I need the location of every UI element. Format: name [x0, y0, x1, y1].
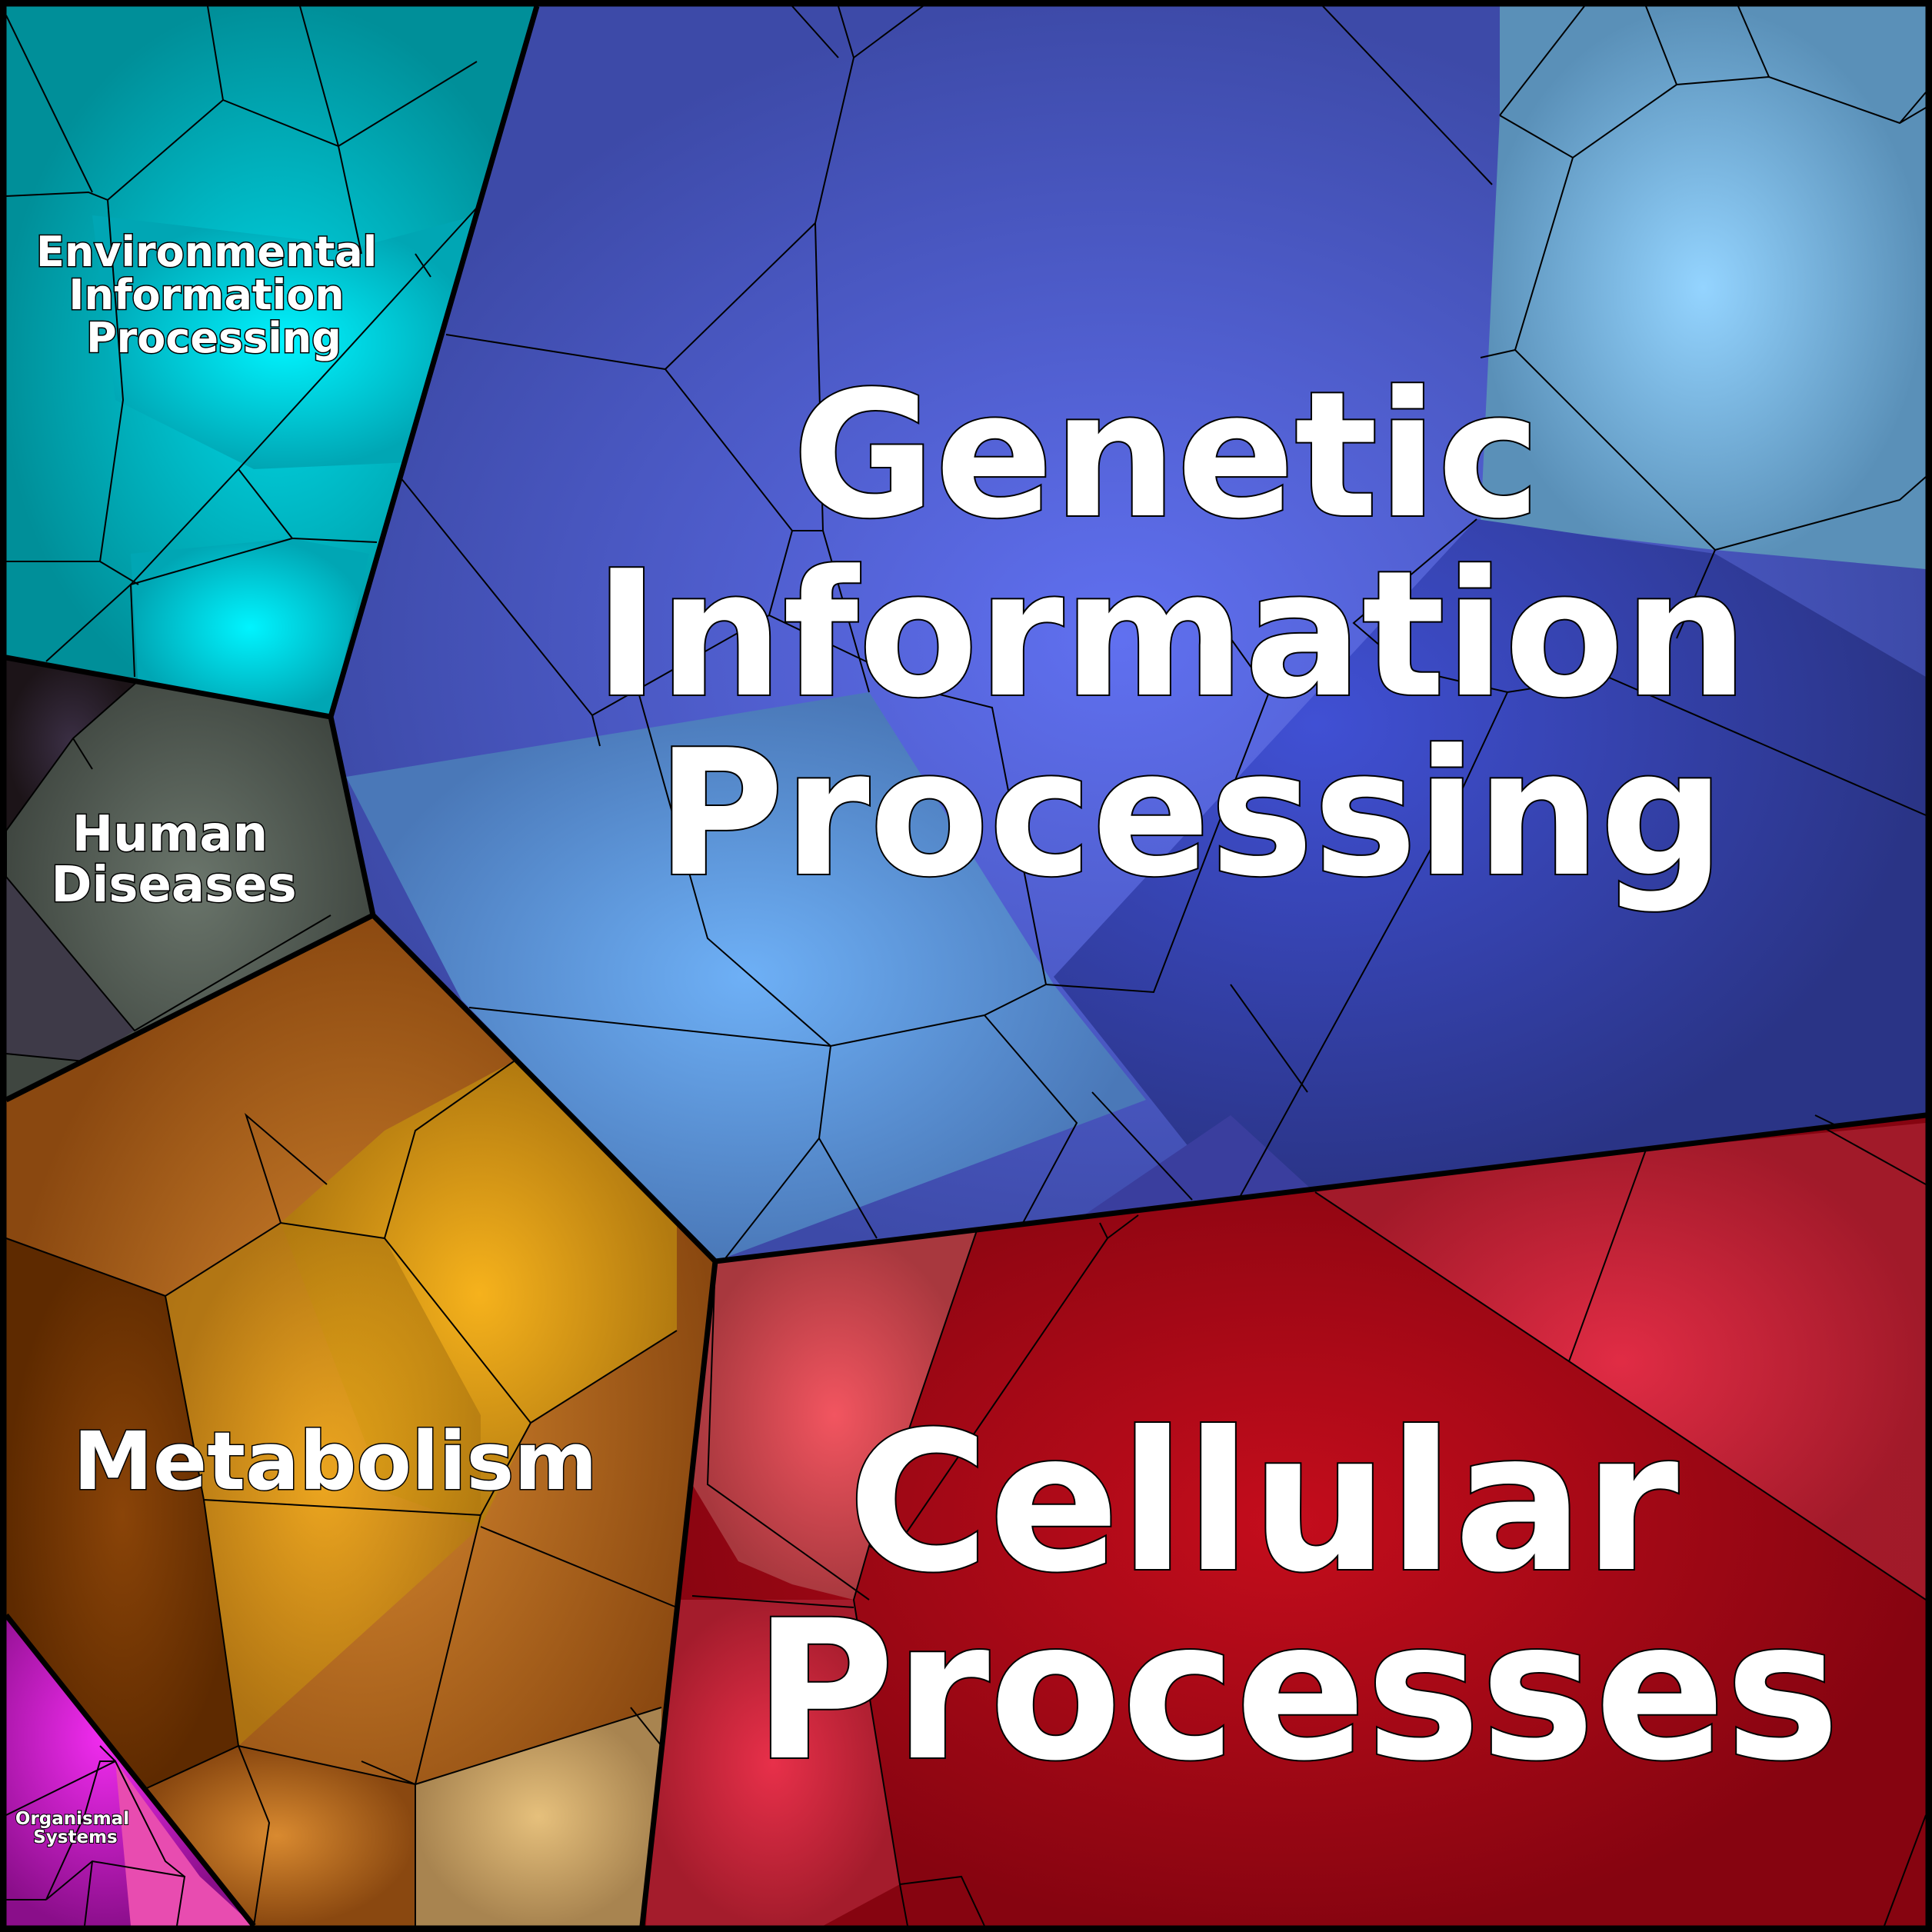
label-environmental-line-3: Processing	[86, 314, 341, 362]
region-cellular	[642, 1115, 1926, 1926]
label-genetic-line-1: Genetic	[792, 355, 1540, 557]
label-genetic-line-3: Processing	[657, 713, 1725, 915]
label-environmental-line-1: Environmental	[36, 228, 377, 276]
label-genetic: Genetic Information Processing	[595, 355, 1808, 915]
label-environmental: Environmental Information Processing	[36, 228, 391, 362]
label-cellular-line-1: Cellular	[848, 1391, 1678, 1614]
label-metabolism: Metabolism	[73, 1414, 597, 1508]
label-metabolism-line-1: Metabolism	[73, 1414, 597, 1508]
label-cellular-line-2: Processes	[754, 1579, 1840, 1803]
label-environmental-line-2: Information	[68, 271, 344, 319]
label-organismal-line-2: Systems	[33, 1827, 118, 1847]
label-human-diseases: Human Diseases	[51, 806, 296, 914]
label-genetic-line-2: Information	[595, 534, 1748, 736]
label-human-diseases-line-2: Diseases	[51, 857, 296, 914]
label-organismal: Organismal Systems	[15, 1809, 135, 1847]
region-genetic	[331, 6, 1926, 1261]
label-human-diseases-line-1: Human	[72, 806, 268, 863]
label-cellular: Cellular Processes	[754, 1391, 1840, 1803]
label-organismal-line-1: Organismal	[15, 1809, 129, 1829]
